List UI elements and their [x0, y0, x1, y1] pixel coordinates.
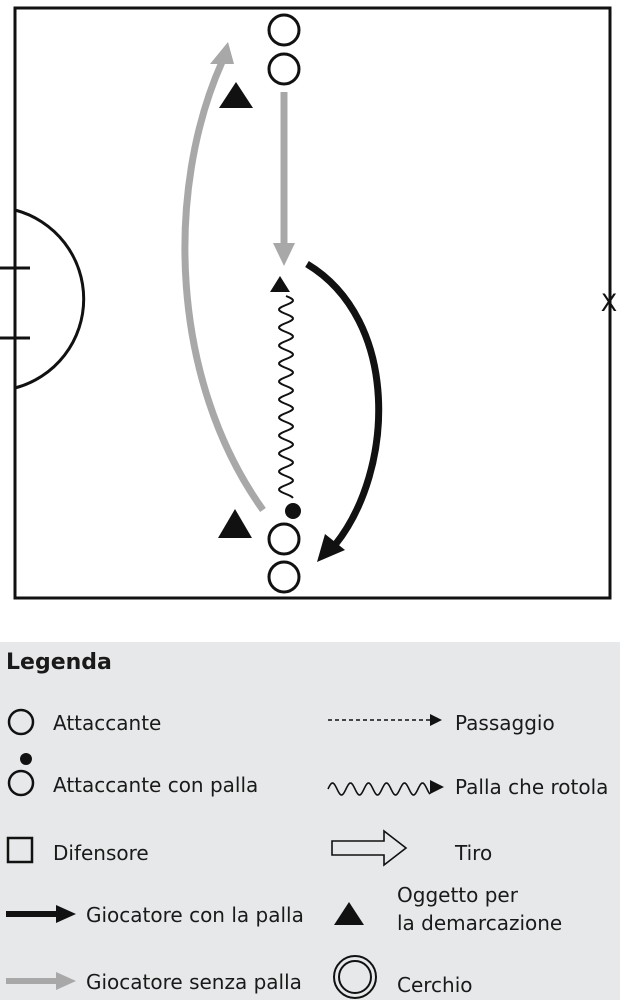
goal-marker-x: X [601, 289, 617, 317]
defender-symbol-icon [6, 836, 34, 864]
legend-panel: Legenda Attaccante Attaccante con palla … [0, 642, 620, 1000]
shot-hollow-arrow-icon [331, 829, 408, 867]
black-arrow-curved-head [317, 534, 345, 562]
gray-arrow-curved [181, 60, 266, 513]
legend-label-attaccante-con-palla: Attaccante con palla [53, 773, 259, 797]
legend-label-oggetto-line1: Oggetto per [397, 883, 518, 907]
marking-cone-icon [334, 902, 364, 925]
attacker-bottom-2 [267, 560, 301, 594]
gray-arrow-symbol-icon [6, 972, 76, 990]
black-arrow-symbol-icon [6, 905, 76, 923]
legend-label-tiro: Tiro [455, 841, 493, 865]
attacker-top-1 [267, 13, 301, 47]
pitch-border [13, 6, 612, 600]
marker-cone-bottom [218, 509, 252, 538]
hoop-circle-icon [333, 955, 377, 999]
rolling-ball-wave [278, 295, 294, 499]
goal-area-arc [14, 208, 86, 390]
attacker-symbol-icon [7, 708, 35, 736]
legend-label-passaggio: Passaggio [455, 711, 555, 735]
marker-cone-middle [270, 276, 290, 292]
exercise-diagram: X [0, 6, 617, 600]
gray-arrow-curved-head [210, 42, 234, 64]
legend-label-giocatore-senza-palla: Giocatore senza palla [86, 970, 302, 994]
legend-label-difensore: Difensore [53, 841, 149, 865]
legend-label-cerchio: Cerchio [397, 973, 473, 997]
attacker-bottom-1 [267, 522, 301, 556]
rolling-ball-wave-icon [327, 780, 444, 796]
attacker-top-2 [267, 52, 301, 86]
ball [285, 503, 301, 519]
legend-label-oggetto-line2: la demarcazione [397, 911, 563, 935]
pass-dashed-arrow-icon [328, 714, 442, 726]
attacker-with-ball-symbol-icon [7, 753, 35, 797]
marker-cone-top [219, 82, 253, 108]
gray-arrow-straight-head [273, 243, 295, 266]
legend-label-palla-che-rotola: Palla che rotola [455, 775, 609, 799]
legend-label-giocatore-con-palla: Giocatore con la palla [86, 903, 304, 927]
legend-title: Legenda [6, 650, 112, 675]
black-arrow-curved [305, 261, 383, 548]
legend-label-attaccante: Attaccante [53, 711, 162, 735]
